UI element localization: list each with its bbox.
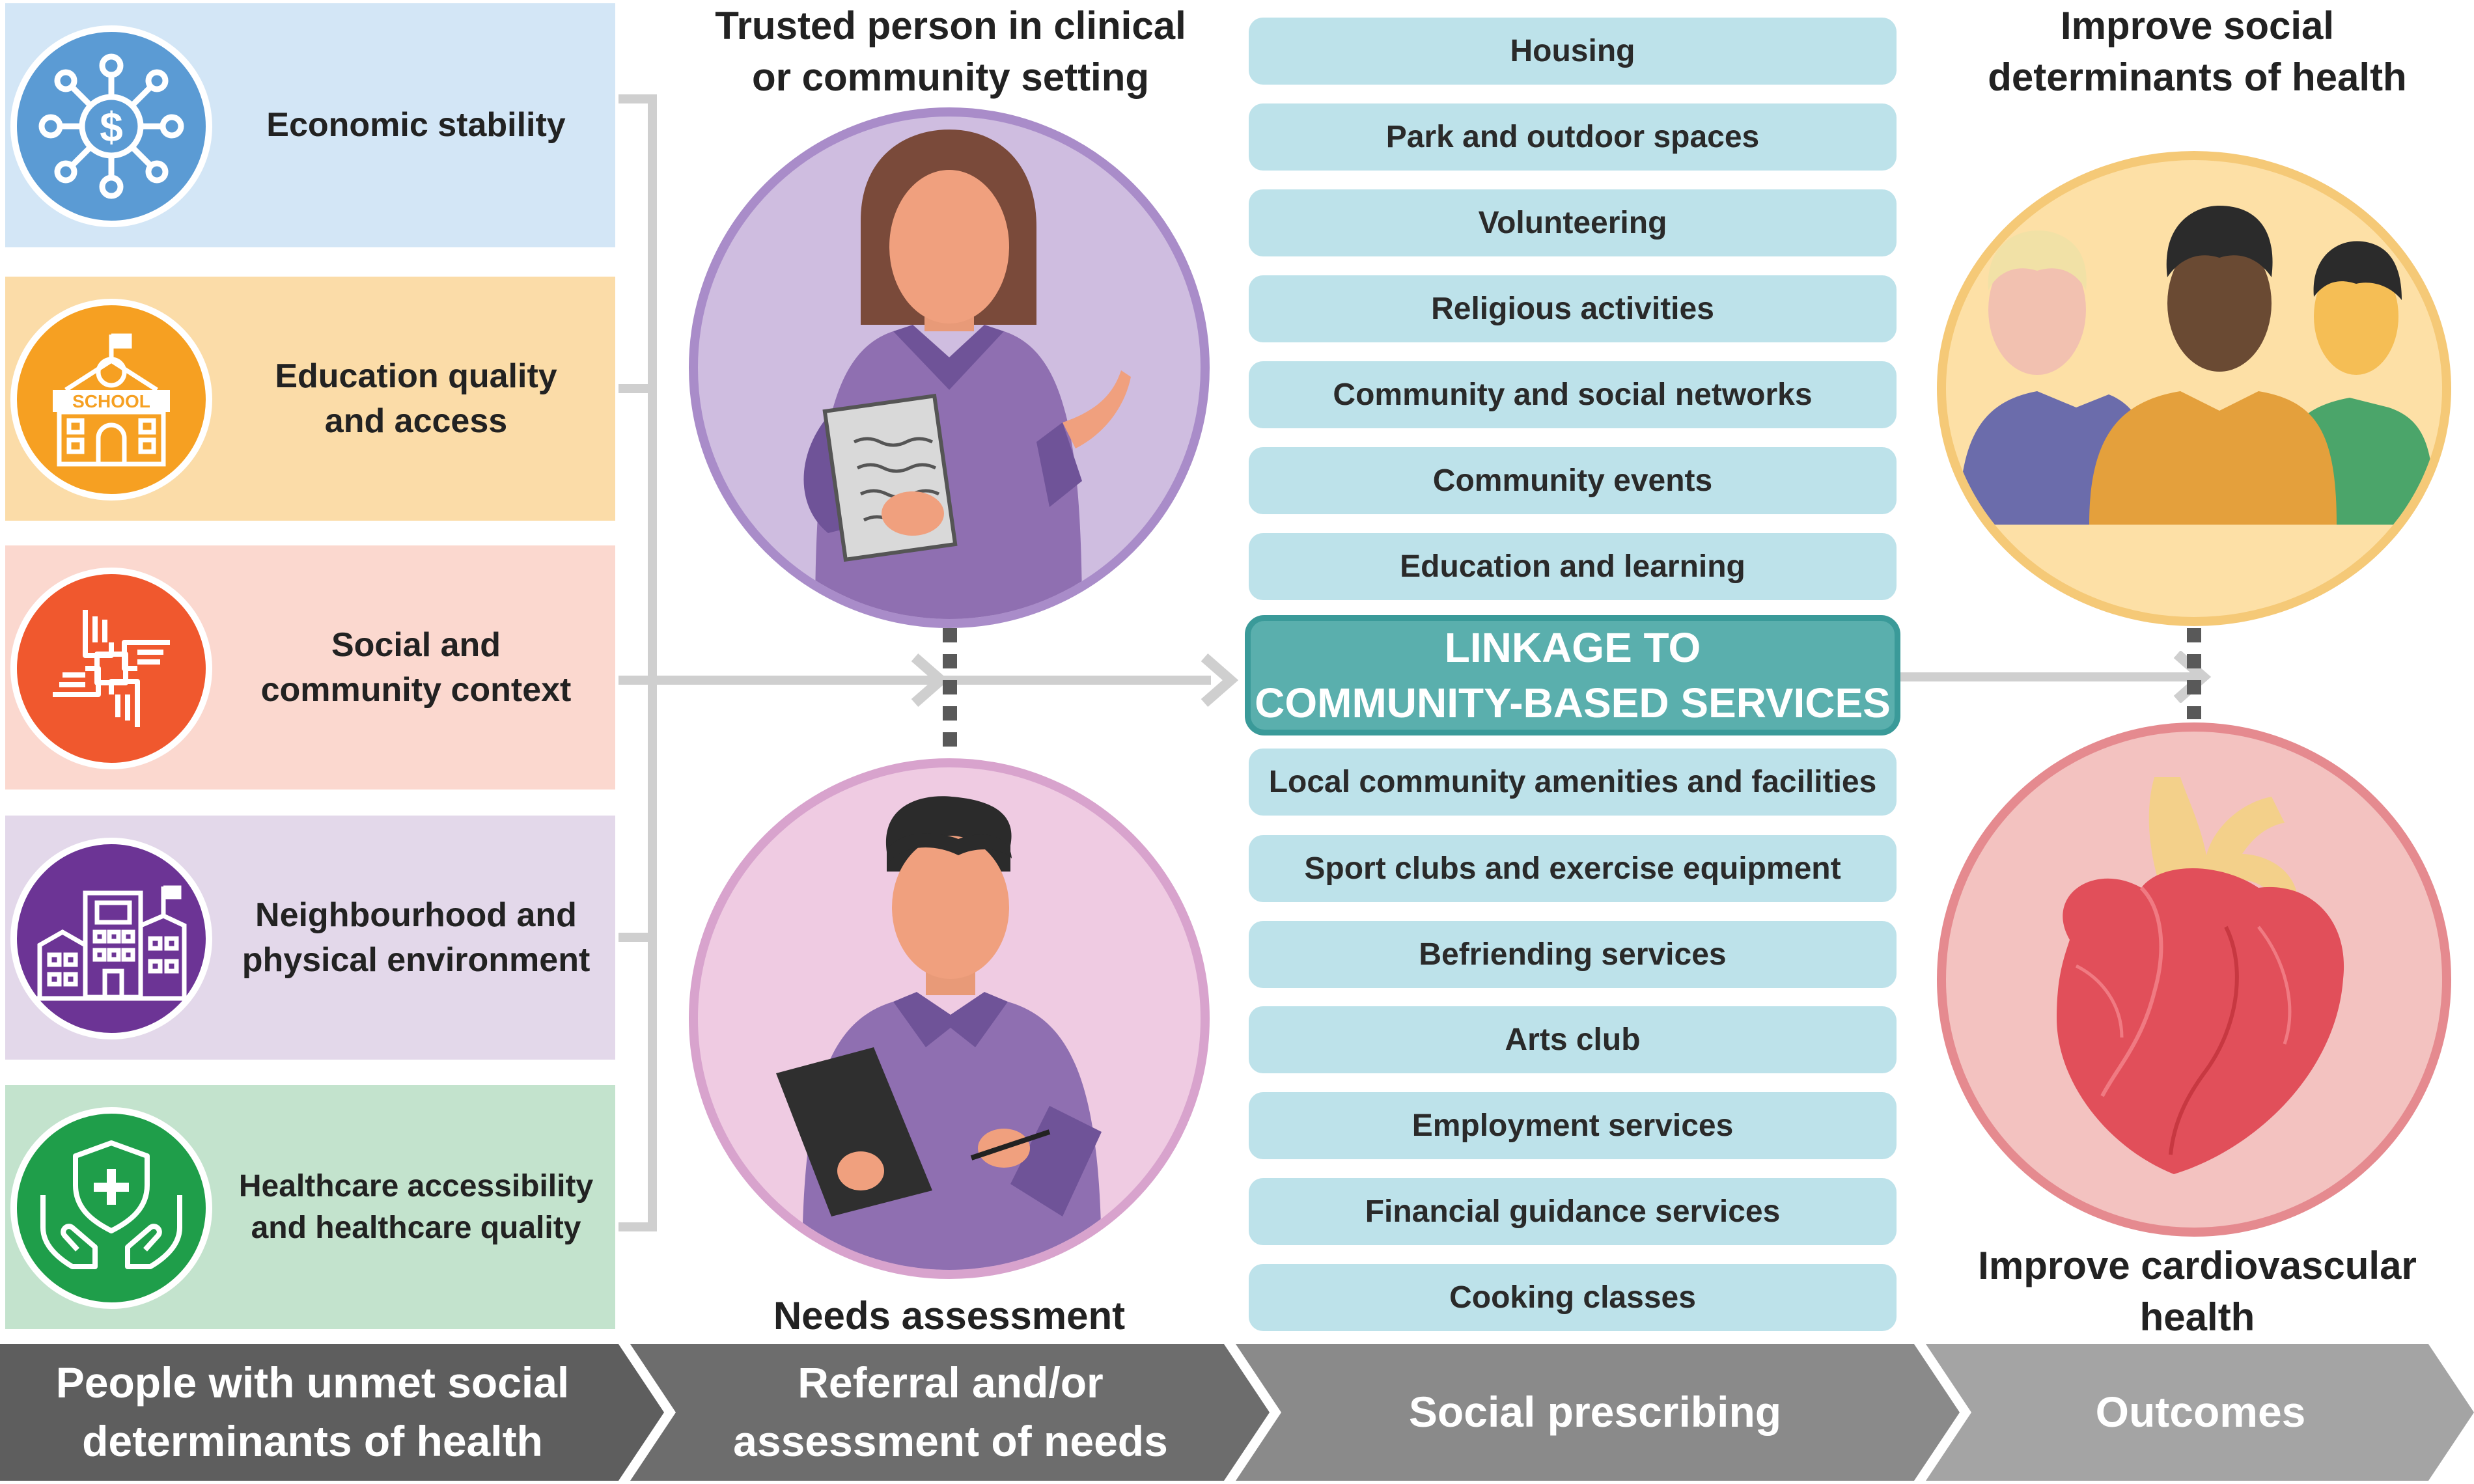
woman-holding-notes-icon [803,130,1131,619]
dollar-network-icon: $ [38,53,184,199]
determinant-healthcare: Healthcare accessibility and healthcare q… [5,1085,615,1329]
outcome-dashed-connector [2187,628,2201,719]
linkage-line1: LINKAGE TO [1444,624,1701,672]
determinant-social: Social and community context [5,545,615,790]
step-referral: Referral and/or assessment of needs [677,1344,1224,1481]
step-social-prescribing: Social prescribing [1283,1344,1908,1481]
school-icon: SCHOOL [53,333,170,467]
joined-hands-icon [53,610,170,727]
outcome-social-heading: Improve social determinants of health [1947,0,2448,103]
outcome-cardio-line1: Improve cardiovascular [1978,1244,2417,1287]
step-chevron-1 [0,1344,664,1481]
service-pill: Financial guidance services [1249,1178,1897,1245]
outcome-social-line1: Improve social [2060,4,2335,48]
service-pill: Arts club [1249,1006,1897,1073]
economic-icon-circle: $ [10,25,212,227]
health-shield-hands-icon [40,1140,182,1269]
step-chevron-4 [1926,1344,2474,1481]
referral-heading-line2: or community setting [751,55,1150,100]
needs-assessment-caption: Needs assessment [773,1294,1126,1338]
neighbourhood-icon-circle [10,838,212,1039]
determinant-label: Education quality [275,357,557,395]
determinant-neighbourhood: Neighbourhood and physical environment [5,816,615,1060]
outcome-cardio-line2: health [2139,1295,2255,1340]
outcome-cardio-heading: Improve cardiovascular health [1947,1240,2448,1343]
service-pill: Sport clubs and exercise equipment [1249,835,1897,902]
service-pill: Religious activities [1249,275,1897,342]
determinant-label: Neighbourhood and [255,896,577,934]
determinant-bracket-connector [618,94,1239,1231]
step-unmet-needs: People with unmet social determinants of … [13,1344,612,1481]
service-pill: Community and social networks [1249,361,1897,428]
linkage-box: LINKAGE TO COMMUNITY-BASED SERVICES [1245,615,1900,735]
needs-assessment-circle [689,758,1210,1279]
social-icon-circle [10,568,212,769]
determinant-label-line2: and access [324,402,508,440]
referral-dashed-connector [943,628,957,758]
buildings-icon [33,885,189,1001]
man-with-clipboard-icon [776,796,1102,1270]
service-pill: Volunteering [1249,189,1897,256]
step-label: Outcomes [2095,1388,2306,1436]
step-label: Referral and/or [798,1358,1104,1407]
service-pill: Community events [1249,447,1897,514]
determinant-education: SCHOOL Education quality and access [5,277,615,521]
service-pill: Local community amenities and facilities [1249,749,1897,816]
healthcare-icon-circle [10,1107,212,1309]
step-chevron-3 [1236,1344,1960,1481]
diverse-people-icon [1959,206,2434,525]
step-chevrons [0,1344,2474,1481]
heart-icon [2057,777,2344,1174]
referral-heading: Trusted person in clinical or community … [671,0,1230,103]
service-pill: Park and outdoor spaces [1249,103,1897,171]
determinant-label: Economic stability [266,106,566,144]
step-label: Social prescribing [1408,1388,1782,1436]
determinant-label-line2: physical environment [242,941,591,979]
trusted-person-circle [689,107,1210,628]
service-pill: Employment services [1249,1092,1897,1159]
heart-outcome-circle [1937,722,2451,1237]
svg-text:$: $ [100,103,123,150]
service-pill: Cooking classes [1249,1264,1897,1331]
education-icon-circle: SCHOOL [10,299,212,501]
step-label: People with unmet social [55,1358,570,1407]
step-chevron-2 [630,1344,1270,1481]
linkage-line2: COMMUNITY-BASED SERVICES [1255,679,1891,726]
determinant-label: Healthcare accessibility [238,1169,594,1204]
referral-heading-line1: Trusted person in clinical [715,4,1186,48]
service-pill: Befriending services [1249,921,1897,988]
step-outcomes: Outcomes [1973,1344,2428,1481]
outcome-social-line2: determinants of health [1988,55,2407,100]
step-label-line2: assessment of needs [733,1417,1168,1465]
service-pill: Education and learning [1249,533,1897,600]
determinant-label-line2: and healthcare quality [251,1210,581,1245]
people-outcome-circle [1937,151,2451,626]
step-label-line2: determinants of health [82,1417,543,1465]
outcome-arrow-connector [1900,651,2212,703]
determinant-label: Social and [331,625,501,664]
determinant-economic: $ Economic stability [5,3,615,247]
determinant-label-line2: community context [260,670,572,709]
svg-text:SCHOOL: SCHOOL [72,391,150,411]
service-pill: Housing [1249,18,1897,85]
